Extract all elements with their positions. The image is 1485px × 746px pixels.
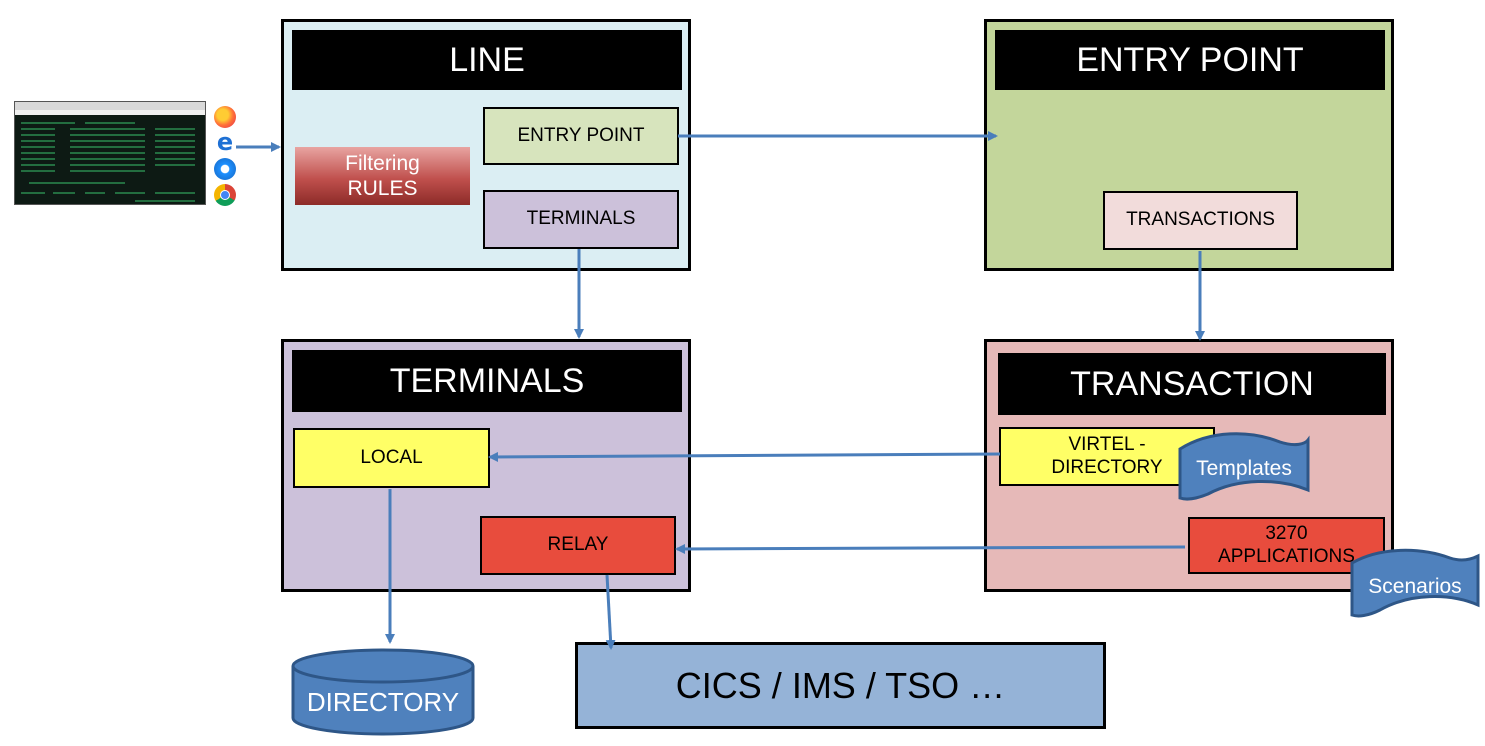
firefox-icon — [214, 106, 236, 128]
terminal-text-lines — [21, 122, 195, 202]
transaction-title: TRANSACTION — [998, 353, 1386, 415]
edge-icon: e — [214, 130, 236, 154]
arrow-relay-to-host — [605, 574, 616, 650]
line-entry-point-box: ENTRY POINT — [483, 107, 679, 165]
scenarios-shape — [1350, 548, 1480, 618]
arrow-apps-to-relay — [675, 543, 1186, 554]
transaction-panel: TRANSACTION VIRTEL - DIRECTORY 3270 APPL… — [984, 339, 1394, 592]
directory-cylinder — [291, 648, 475, 736]
terminals-panel: TERMINALS LOCAL RELAY — [281, 339, 691, 592]
local-box: LOCAL — [293, 428, 490, 488]
templates-shape — [1178, 432, 1310, 501]
directory-label: DIRECTORY — [306, 686, 460, 717]
terminals-title: TERMINALS — [292, 350, 682, 412]
templates-label: Templates — [1196, 457, 1292, 480]
safari-icon — [214, 158, 236, 180]
line-panel: LINE ENTRY POINT TERMINALS Filtering RUL… — [281, 19, 691, 271]
relay-box: RELAY — [480, 516, 676, 575]
scenarios-label: Scenarios — [1368, 575, 1462, 598]
arrow-virtel-to-local — [488, 451, 1001, 462]
terminal-screenshot — [14, 101, 206, 205]
entry-point-title: ENTRY POINT — [995, 30, 1385, 90]
line-terminals-box: TERMINALS — [483, 190, 679, 249]
chrome-icon — [214, 184, 236, 206]
cics-ims-tso-box: CICS / IMS / TSO … — [575, 642, 1106, 729]
entry-point-panel: ENTRY POINT TRANSACTIONS — [984, 19, 1394, 271]
line-title: LINE — [292, 30, 682, 90]
filtering-rules-box: Filtering RULES — [295, 147, 470, 205]
transactions-box: TRANSACTIONS — [1103, 191, 1298, 250]
